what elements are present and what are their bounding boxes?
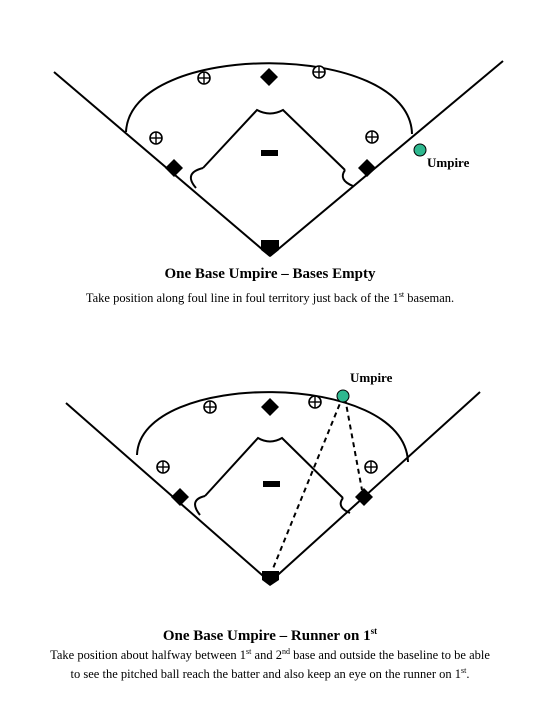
diagram2-description-line2: to see the pitched ball reach the batter…: [70, 666, 470, 682]
first-base: [358, 159, 376, 177]
umpire-sightline-to-first: [344, 397, 363, 491]
umpire-marker: [413, 143, 427, 157]
first-base-foul-line: [269, 391, 481, 583]
infield-line: [202, 108, 346, 171]
diagram2-description: Take position about halfway between 1st …: [0, 644, 540, 682]
fielder-left-fielder: [203, 400, 217, 414]
fielder-third-baseman: [156, 460, 170, 474]
diagram1-title: One Base Umpire – Bases Empty: [164, 266, 376, 282]
infield-line: [204, 436, 344, 499]
home-plate: [261, 240, 279, 257]
fielder-right-fielder: [312, 65, 326, 79]
diagram1-description: Take position along foul line in foul te…: [85, 290, 455, 306]
umpire-marker: [336, 389, 350, 403]
pitchers-mound: [261, 150, 278, 156]
umpire-label: Umpire: [350, 370, 393, 385]
outfield-arc: [136, 391, 409, 463]
field-diagram-bases-empty: Umpire: [53, 60, 504, 257]
fielder-right-fielder: [308, 395, 322, 409]
third-base: [171, 488, 189, 506]
fielder-first-baseman: [365, 130, 379, 144]
fielder-third-baseman: [149, 131, 163, 145]
first-base: [355, 488, 373, 506]
fielder-first-baseman: [364, 460, 378, 474]
pitchers-mound: [263, 481, 280, 487]
first-base-foul-line: [269, 60, 504, 257]
first-base-cutout: [339, 497, 351, 514]
second-base: [260, 68, 278, 86]
umpire-sightline-to-home: [271, 395, 344, 572]
third-base-cutout: [189, 167, 204, 189]
second-base: [261, 398, 279, 416]
first-base-cutout: [341, 169, 354, 187]
home-plate: [262, 571, 279, 586]
field-diagram-runner-on-first: Umpire: [65, 370, 481, 586]
diagram2-description-line1: Take position about halfway between 1st …: [50, 647, 490, 663]
diagram2-title: One Base Umpire – Runner on 1st: [162, 626, 378, 644]
third-base: [165, 159, 183, 177]
fielder-left-fielder: [197, 71, 211, 85]
umpire-label: Umpire: [427, 155, 470, 170]
third-base-cutout: [194, 495, 206, 516]
third-base-foul-line: [53, 71, 271, 257]
third-base-foul-line: [65, 402, 271, 583]
outfield-arc: [125, 62, 413, 135]
